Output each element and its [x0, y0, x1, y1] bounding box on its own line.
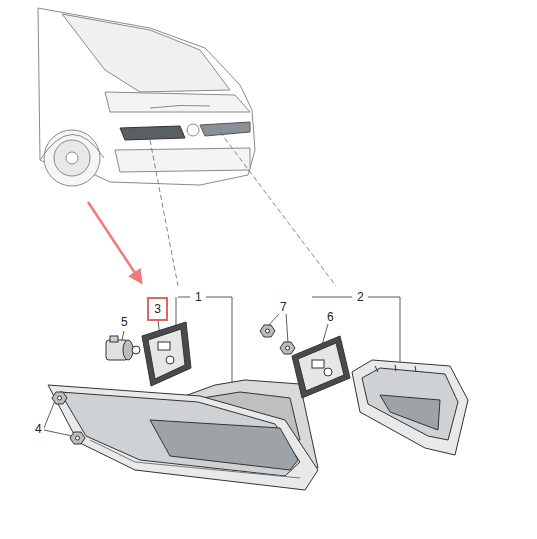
callout-number: 7: [278, 300, 289, 314]
tail-lamp-inner: [352, 360, 468, 455]
callout-number: 2: [355, 290, 366, 304]
callout-number: 6: [325, 310, 336, 324]
nut: [52, 325, 295, 444]
car-outline: [38, 8, 255, 186]
callout-number: 3: [154, 302, 161, 316]
dashed-leader: [150, 132, 336, 286]
bulb-holder: [106, 336, 140, 360]
tail-lamp-outer: [48, 380, 318, 490]
callout-number: 4: [33, 422, 44, 436]
gasket: [292, 336, 350, 398]
gasket: [142, 322, 191, 386]
callout-number: 5: [119, 315, 130, 329]
callout-number: 1: [193, 290, 204, 304]
pointer-arrow: [88, 202, 141, 282]
callout-box: 3: [147, 297, 168, 321]
